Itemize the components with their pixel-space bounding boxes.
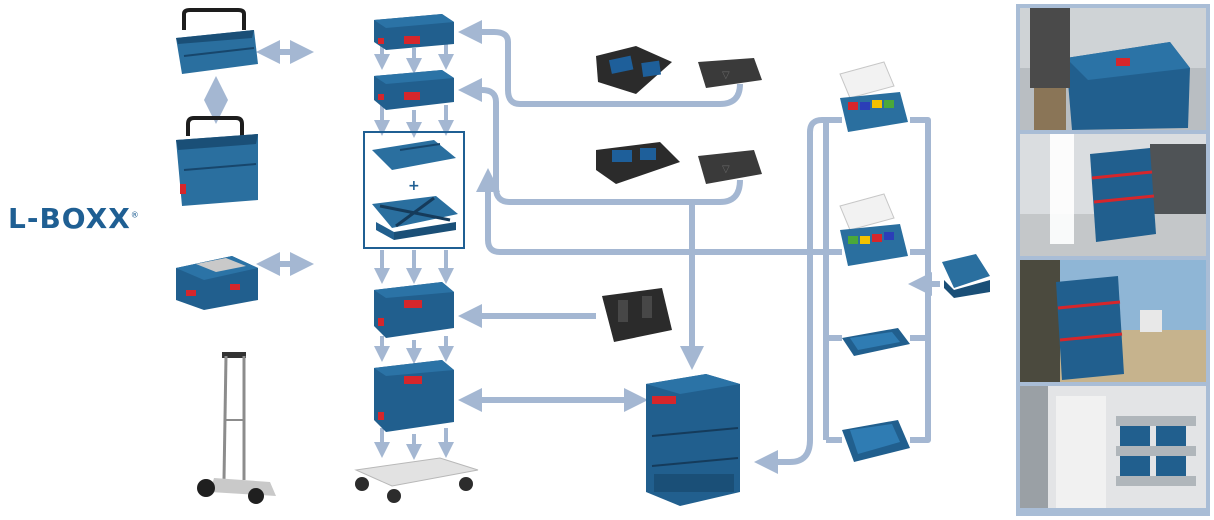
logo-text: L-BOXX — [8, 202, 131, 235]
empty-insert-1: ▽ — [698, 58, 762, 88]
empty-insert-2: ▽ — [698, 150, 762, 184]
photo-carrying-lboxx — [1020, 8, 1206, 130]
lboxx-rack — [646, 374, 740, 506]
photo-walking-with-stack — [1020, 134, 1206, 256]
arrow-insert2-to-box — [458, 78, 743, 205]
photo-outdoor-stack — [1020, 260, 1206, 382]
flat-lboxx — [176, 256, 258, 310]
open-tote-1 — [176, 8, 258, 74]
lid-insert-frame: + — [363, 131, 465, 249]
plus-sign: + — [408, 178, 420, 194]
svg-text:▽: ▽ — [722, 164, 730, 175]
sortimo-organiser-1 — [839, 61, 908, 132]
l-boxx-logo: L-BOXX® — [8, 202, 140, 235]
lboxx-small-1 — [374, 14, 454, 50]
photo-van-racking — [1020, 386, 1206, 508]
arrow-organisers-to-rack — [754, 117, 842, 474]
open-tote-2 — [176, 116, 258, 206]
lboxx-medium — [374, 282, 454, 338]
trolley-dolly — [354, 457, 479, 503]
tray-1 — [842, 328, 910, 356]
svg-text:▽: ▽ — [722, 70, 730, 81]
small-parts-case — [942, 254, 990, 298]
arrow-organiser-to-stack — [476, 168, 838, 255]
tray-2 — [842, 420, 910, 462]
stack-arrows — [374, 42, 454, 460]
lboxx-small-2 — [374, 70, 454, 110]
arrow-insert1-to-box — [458, 20, 743, 107]
sortimo-organiser-2 — [839, 193, 908, 266]
tool-insert-1 — [596, 46, 672, 94]
tool-insert-2 — [596, 142, 680, 184]
hand-truck — [197, 352, 276, 504]
lboxx-large — [374, 360, 454, 432]
registered-mark: ® — [130, 210, 140, 220]
knife-insert — [602, 288, 672, 342]
photo-strip — [1016, 4, 1210, 516]
